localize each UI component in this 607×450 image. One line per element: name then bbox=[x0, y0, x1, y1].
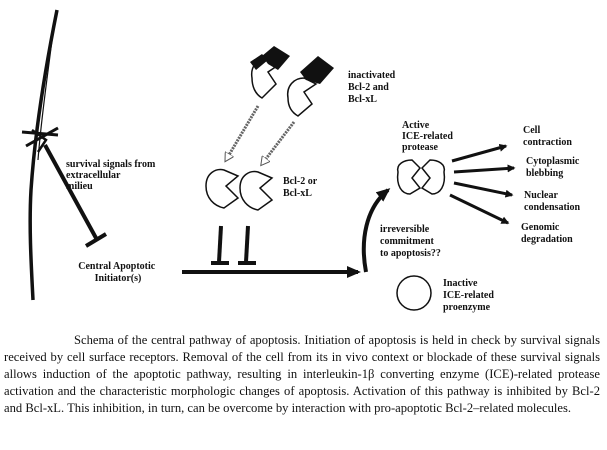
inactivated-label: inactivated Bcl-2 and Bcl-xL bbox=[348, 70, 398, 105]
commitment-label: irreversible commitment to apoptosis?? bbox=[380, 224, 441, 259]
active-protease-shape bbox=[396, 159, 446, 195]
inactive-proenzyme-circle bbox=[396, 275, 432, 311]
bcl-xl-shape bbox=[239, 170, 274, 211]
outcome-nuclear-condensation: Nuclear condensation bbox=[524, 190, 581, 213]
outcome-arrows bbox=[449, 143, 516, 225]
survival-signals-label: survival signals from extracellular mili… bbox=[66, 159, 158, 192]
inactive-proenzyme-label: Inactive ICE-related proenzyme bbox=[443, 278, 496, 313]
cell-membrane bbox=[28, 9, 59, 301]
outcome-cell-contraction: Cell contraction bbox=[523, 125, 572, 148]
bcl-2-shape bbox=[205, 168, 240, 209]
receptor-icon bbox=[21, 126, 59, 153]
inactivated-bcl-complex-2 bbox=[286, 56, 334, 117]
active-protease-label: Active ICE-related protease bbox=[402, 120, 455, 153]
inactivated-bcl-complex-1 bbox=[250, 46, 290, 99]
commitment-arrow bbox=[361, 188, 391, 273]
initiator-label: Central Apoptotic Initiator(s) bbox=[78, 261, 157, 284]
inactivation-arrows bbox=[226, 105, 296, 164]
outcome-genomic-degradation: Genomic degradation bbox=[521, 222, 573, 245]
bcl-inhibition-lines bbox=[211, 225, 256, 265]
figure-caption: Schema of the central pathway of apoptos… bbox=[4, 332, 600, 415]
bcl-label: Bcl-2 or Bcl-xL bbox=[283, 176, 319, 199]
survival-inhibition-line bbox=[43, 144, 108, 248]
outcome-cytoplasmic-blebbing: Cytoplasmic blebbing bbox=[526, 156, 582, 179]
